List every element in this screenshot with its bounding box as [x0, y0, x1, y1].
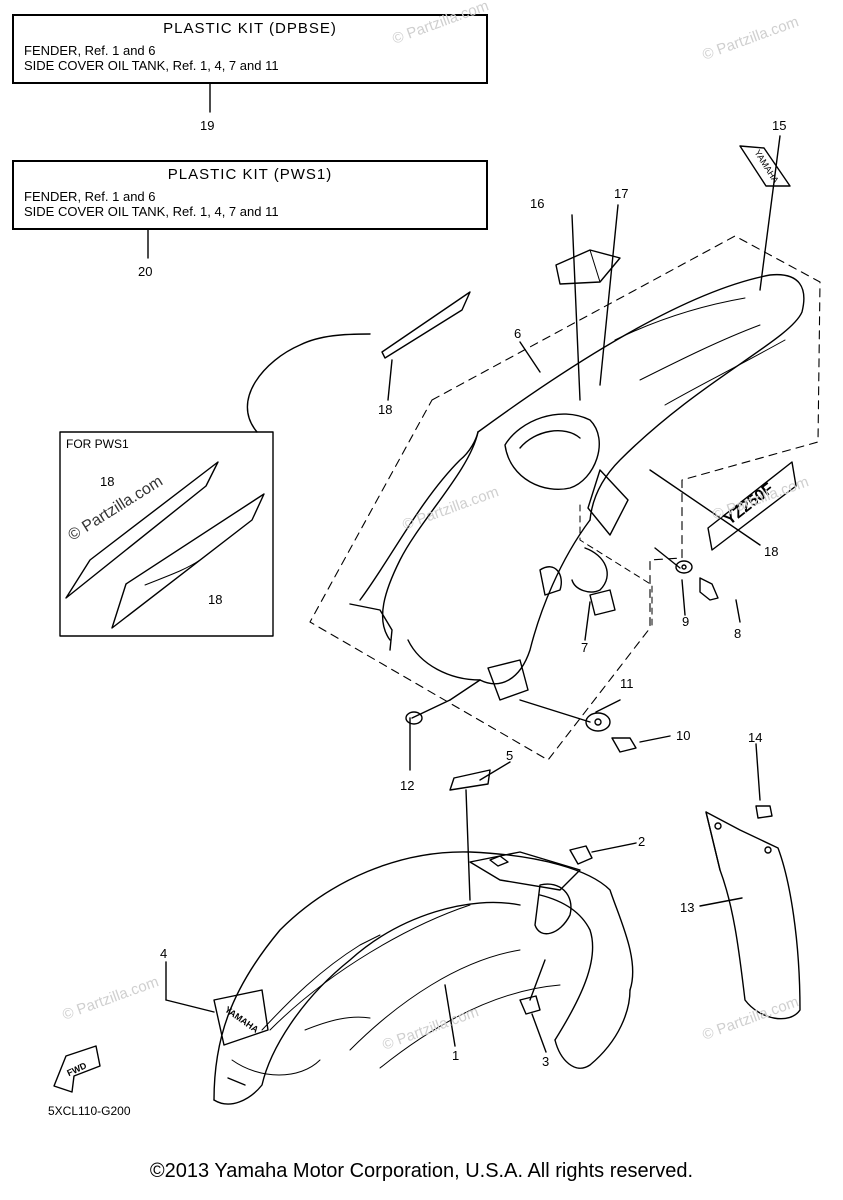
rear-fender: [349, 273, 805, 701]
inset-callout-18a[interactable]: 18: [100, 474, 115, 489]
washer-9: [675, 560, 693, 574]
bolt-10: [611, 737, 637, 753]
inset-title: FOR PWS1: [66, 437, 129, 451]
mud-flap: [705, 811, 801, 1020]
side-decal: [381, 291, 471, 359]
yamaha-decal-15: [739, 145, 791, 187]
callout-2[interactable]: 2: [638, 834, 646, 849]
callout-17[interactable]: 17: [614, 186, 629, 201]
copyright-footer: ©2013 Yamaha Motor Corporation, U.S.A. A…: [149, 1160, 694, 1182]
screw-14: [755, 805, 773, 819]
kit-line: SIDE COVER OIL TANK, Ref. 1, 4, 7 and 11: [24, 58, 279, 73]
callout-12[interactable]: 12: [400, 778, 415, 793]
kit-title: PLASTIC KIT (DPBSE): [163, 20, 337, 37]
kit-line: FENDER, Ref. 1 and 6: [24, 43, 156, 58]
inset-callout-18b[interactable]: 18: [208, 592, 223, 607]
grommet-2: [569, 845, 593, 865]
kit-title: PLASTIC KIT (PWS1): [167, 166, 333, 183]
callout-19[interactable]: 19: [200, 118, 215, 133]
front-fender: [213, 851, 634, 1105]
callout-6[interactable]: 6: [514, 326, 522, 341]
fwd-arrow: [53, 1045, 101, 1093]
callout-1[interactable]: 1: [452, 1048, 460, 1063]
callout-18-top[interactable]: 18: [378, 402, 393, 417]
inset-decal-b: [111, 493, 265, 629]
callout-16[interactable]: 16: [530, 196, 545, 211]
callout-3[interactable]: 3: [542, 1054, 550, 1069]
callout-18-right[interactable]: 18: [764, 544, 779, 559]
callout-9[interactable]: 9: [682, 614, 690, 629]
nut-12: [405, 711, 423, 725]
callout-8[interactable]: 8: [734, 626, 742, 641]
callout-5[interactable]: 5: [506, 748, 514, 763]
kit-box-pws1: PLASTIC KIT (PWS1) FENDER, Ref. 1 and 6 …: [12, 160, 488, 230]
bolt-8: [699, 577, 719, 601]
callout-14[interactable]: 14: [748, 730, 763, 745]
decal-pad: [555, 249, 621, 285]
inset-box: [59, 431, 274, 637]
decal-5: [449, 769, 491, 791]
callout-4[interactable]: 4: [160, 946, 168, 961]
callout-7[interactable]: 7: [581, 640, 589, 655]
yamaha-decal-4-text: YAMAHA: [223, 1004, 261, 1035]
diagram-code: 5XCL110-G200: [48, 1104, 131, 1118]
yamaha-decal-4: [213, 989, 269, 1046]
kit-line: SIDE COVER OIL TANK, Ref. 1, 4, 7 and 11: [24, 204, 279, 219]
callout-13[interactable]: 13: [680, 900, 695, 915]
kit-line: FENDER, Ref. 1 and 6: [24, 189, 156, 204]
callout-15[interactable]: 15: [772, 118, 787, 133]
assembly-boundary: [309, 235, 821, 761]
inset-decal-a: [65, 461, 219, 599]
kit-box-dpbse: PLASTIC KIT (DPBSE) FENDER, Ref. 1 and 6…: [12, 14, 488, 84]
callout-11[interactable]: 11: [620, 676, 634, 691]
grommet-11: [585, 712, 611, 732]
callout-20[interactable]: 20: [138, 264, 153, 279]
callout-10[interactable]: 10: [676, 728, 691, 743]
model-decal: [707, 461, 797, 551]
